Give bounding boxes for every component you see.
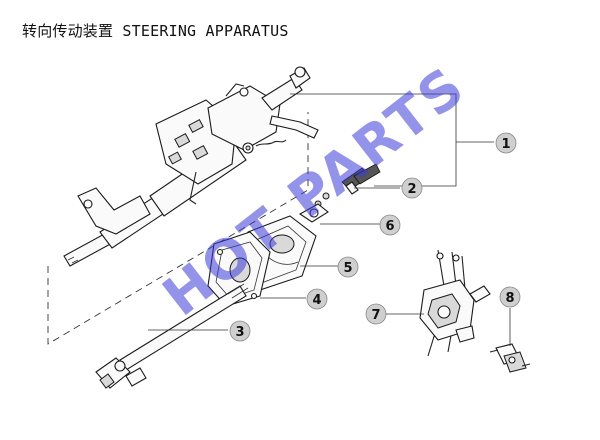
callout-6: 6 [379, 214, 401, 236]
callout-8: 8 [499, 286, 521, 308]
callout-label: 3 [235, 325, 244, 340]
callout-label: 4 [312, 293, 321, 308]
small-plate-part [298, 203, 329, 223]
callout-4: 4 [306, 288, 328, 310]
steering-gear-part [419, 249, 491, 357]
callout-label: 2 [407, 182, 416, 197]
callout-5: 5 [337, 256, 359, 278]
page-title: 转向传动装置 STEERING APPARATUS [22, 22, 289, 40]
callout-label: 5 [343, 261, 352, 276]
callout-label: 6 [385, 219, 394, 234]
callout-1: 1 [495, 132, 517, 154]
callout-2: 2 [401, 177, 423, 199]
flange-gasket-part [207, 231, 271, 307]
callout-3: 3 [229, 320, 251, 342]
steering-column-part [63, 66, 319, 267]
callout-label: 7 [371, 308, 380, 323]
callout-label: 1 [501, 137, 510, 152]
assembly-boundary-dashed [47, 112, 309, 345]
intermediate-shaft-part [95, 283, 249, 389]
callout-label: 8 [505, 291, 514, 306]
end-bracket-part [489, 343, 531, 373]
callout-7: 7 [365, 303, 387, 325]
